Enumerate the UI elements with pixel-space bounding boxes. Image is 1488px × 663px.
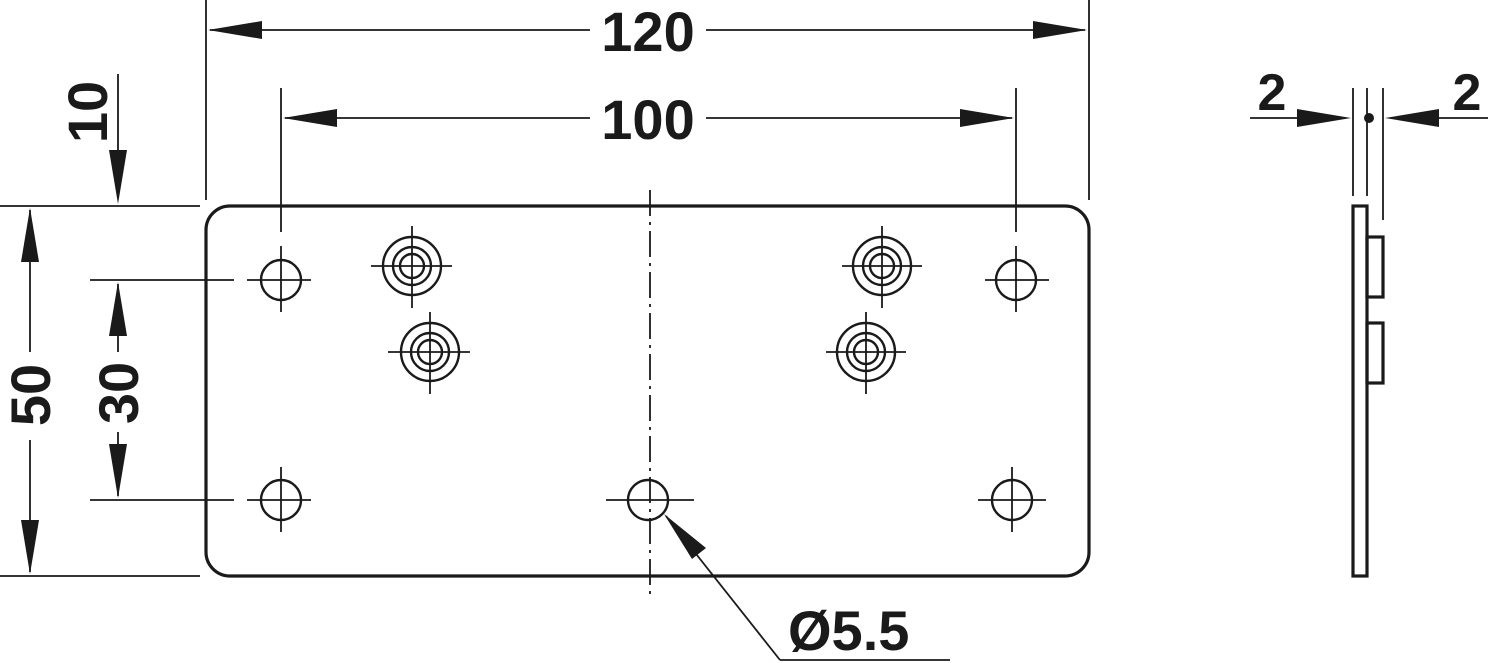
dimension-arrow [283, 109, 337, 127]
countersunk-hole-upper-right [842, 226, 922, 308]
dimension-edge-offset: 10 [0, 74, 200, 207]
side-boss-upper [1365, 235, 1385, 299]
dimension-arrow [21, 520, 39, 574]
dimension-label-10: 10 [56, 81, 119, 143]
side-plate-body [1351, 204, 1369, 578]
dimension-label-diameter: Ø5.5 [788, 599, 909, 662]
hole-diameter-callout: Ø5.5 [664, 514, 950, 662]
countersunk-hole-lower-right [826, 312, 906, 394]
dimension-label-thickness-right: 2 [1453, 64, 1482, 122]
dimension-dot [1364, 113, 1374, 123]
leader-arrow [664, 514, 706, 559]
side-boss-lower [1365, 321, 1385, 385]
dimension-label-120: 120 [601, 0, 694, 63]
front-view: 120 100 10 50 [0, 0, 1091, 662]
dimension-label-100: 100 [601, 88, 694, 151]
dimension-arrow [109, 150, 127, 204]
dimension-arrow [960, 109, 1014, 127]
mounting-hole-top-right [985, 246, 1049, 312]
dimension-arrow [109, 282, 127, 336]
dimension-overall-height: 50 [0, 208, 200, 577]
mounting-hole-bottom-center [606, 478, 694, 522]
mounting-hole-bottom-left [247, 467, 311, 532]
mounting-hole-bottom-right [978, 467, 1046, 532]
dimension-arrow [1297, 109, 1351, 127]
dimension-label-thickness-left: 2 [1258, 64, 1287, 122]
dimension-label-50: 50 [0, 364, 62, 426]
dimension-arrow [1033, 21, 1087, 39]
countersunk-hole-upper-left [371, 226, 452, 308]
dimension-hole-spacing-length: 100 [280, 88, 1017, 232]
side-view: 2 2 [1250, 64, 1488, 578]
countersunk-hole-lower-left [388, 312, 470, 394]
dimension-hole-spacing-height: 30 [87, 279, 234, 501]
dimension-arrow [208, 21, 262, 39]
mounting-hole-top-left [247, 246, 311, 312]
dimension-thickness: 2 2 [1250, 64, 1488, 127]
dimension-label-30: 30 [87, 362, 150, 424]
dimension-arrow [109, 444, 127, 498]
dimension-arrow [21, 208, 39, 262]
dimension-arrow [1385, 109, 1439, 127]
dimension-overall-length: 120 [205, 0, 1090, 200]
plate-outline [204, 204, 1091, 578]
